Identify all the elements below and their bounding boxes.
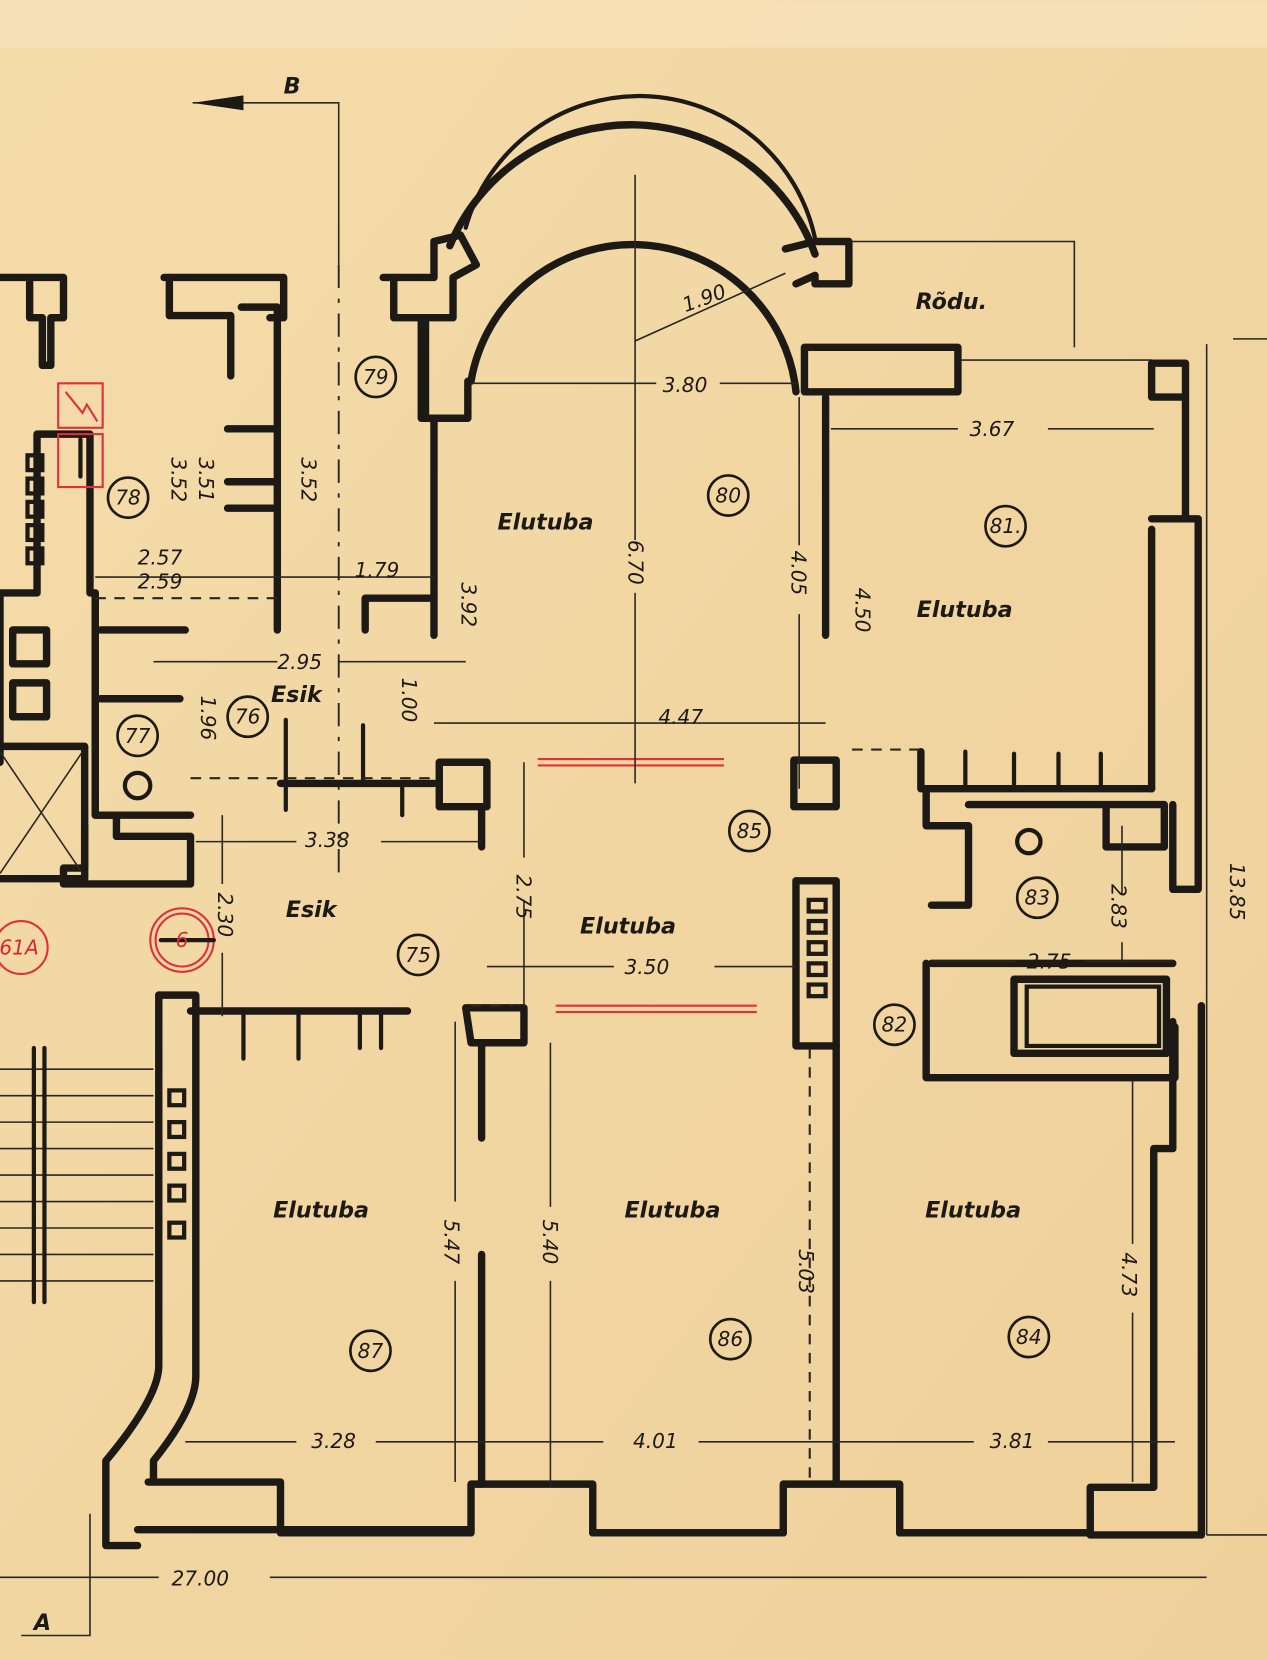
dim-2-75-a: 2.75: [512, 874, 536, 919]
dim-4-01: 4.01: [633, 1429, 678, 1453]
dim-1-79: 1.79: [355, 558, 400, 582]
room-number-77: 77: [125, 724, 151, 748]
dimension-lines: [0, 174, 1267, 1579]
dim-1-96: 1.96: [196, 696, 220, 741]
dim-3-28: 3.28: [311, 1429, 356, 1453]
walls: [0, 93, 1206, 1550]
room-76: 76: [226, 695, 270, 739]
room-name-balcony: Rõdu.: [916, 289, 987, 315]
room-name-76: Esik: [271, 682, 323, 708]
section-marker-a: A: [21, 1513, 91, 1637]
red-number-6: 6: [176, 928, 189, 952]
room-number-84: 84: [1016, 1325, 1042, 1349]
dim-13-85: 13.85: [1225, 863, 1249, 921]
room-number-79: 79: [363, 365, 389, 389]
dim-4-73: 4.73: [1117, 1252, 1141, 1297]
dim-2-59: 2.59: [138, 570, 183, 594]
electrical-panel-symbol: [57, 382, 104, 489]
section-marker-b: B: [192, 73, 340, 879]
chimney-flues-stair: [167, 1088, 187, 1240]
dim-3-52-a: 3.52: [166, 457, 190, 502]
dimension-labels: 1.90 3.80 3.67 6.70 4.05 4.50 3.52 3.51 …: [138, 279, 1249, 1591]
dim-3-81: 3.81: [990, 1429, 1035, 1453]
toilet-77: [122, 770, 153, 801]
dim-3-38: 3.38: [305, 828, 350, 852]
room-name-85: Elutuba: [580, 914, 676, 940]
room-name-87: Elutuba: [273, 1197, 369, 1223]
room-number-75: 75: [405, 943, 431, 967]
room-77: 77: [116, 714, 160, 758]
dim-5-47: 5.47: [440, 1220, 464, 1265]
chimney-flues-left: [25, 453, 45, 566]
dim-3-80: 3.80: [663, 373, 708, 397]
dim-3-92: 3.92: [456, 582, 480, 627]
room-number-78: 78: [115, 486, 141, 510]
room-name-86: Elutuba: [625, 1197, 721, 1223]
room-name-75: Esik: [286, 897, 338, 923]
room-number-76: 76: [235, 705, 261, 729]
room-82: 82: [872, 1003, 916, 1047]
dim-3-52-b: 3.52: [297, 457, 321, 502]
dim-4-47: 4.47: [658, 705, 703, 729]
paper-top-fold: [0, 0, 1267, 48]
room-84: 84: [1007, 1315, 1051, 1359]
room-number-87: 87: [358, 1339, 384, 1363]
red-marker-6: 6: [149, 907, 216, 973]
dim-2-57: 2.57: [138, 545, 183, 569]
room-name-80: Elutuba: [497, 509, 593, 535]
dim-4-50: 4.50: [850, 588, 874, 633]
dim-3-50: 3.50: [625, 955, 670, 979]
dim-6-70: 6.70: [624, 540, 648, 585]
dim-2-83: 2.83: [1106, 884, 1130, 929]
room-81: 81.: [984, 504, 1027, 548]
room-78: 78: [106, 476, 150, 520]
room-name-81: Elutuba: [917, 597, 1013, 623]
room-87: 87: [349, 1329, 392, 1373]
dim-5-40: 5.40: [538, 1220, 562, 1265]
dim-5-03: 5.03: [794, 1249, 818, 1294]
toilet-83: [1015, 827, 1043, 856]
dim-3-51: 3.51: [194, 457, 218, 502]
room-number-85: 85: [737, 819, 763, 843]
room-79: 79: [354, 355, 398, 399]
section-label-b: B: [284, 73, 301, 99]
dim-2-95: 2.95: [277, 650, 322, 674]
room-80: 80: [706, 474, 750, 517]
dim-2-30: 2.30: [213, 892, 237, 937]
room-86: 86: [708, 1317, 752, 1361]
chimney-flues-center: [806, 897, 828, 999]
staircase: [0, 1045, 154, 1305]
section-label-a: A: [32, 1610, 51, 1636]
room-number-80: 80: [715, 484, 741, 508]
room-name-84: Elutuba: [925, 1197, 1021, 1223]
dim-3-67: 3.67: [970, 417, 1015, 441]
red-marker-61a: 61A: [0, 919, 49, 976]
room-number-81: 81.: [990, 514, 1022, 538]
room-names: Elutuba Elutuba Esik Esik Elutuba Elutub…: [271, 289, 1021, 1223]
room-83: 83: [1015, 876, 1059, 920]
dim-1-00: 1.00: [397, 678, 421, 723]
room-85: 85: [727, 809, 771, 853]
room-number-82: 82: [882, 1013, 908, 1037]
room-number-86: 86: [718, 1327, 744, 1351]
room-75: 75: [396, 933, 440, 977]
dim-2-75-b: 2.75: [1027, 950, 1072, 974]
room-numbers: 78 79 80 81. 76 77 85 83 75 82 87 86 84 …: [0, 355, 1059, 1373]
red-number-61a: 61A: [0, 935, 39, 959]
dim-27-00: 27.00: [171, 1567, 229, 1591]
dim-4-05: 4.05: [787, 551, 811, 596]
room-number-83: 83: [1025, 886, 1051, 910]
